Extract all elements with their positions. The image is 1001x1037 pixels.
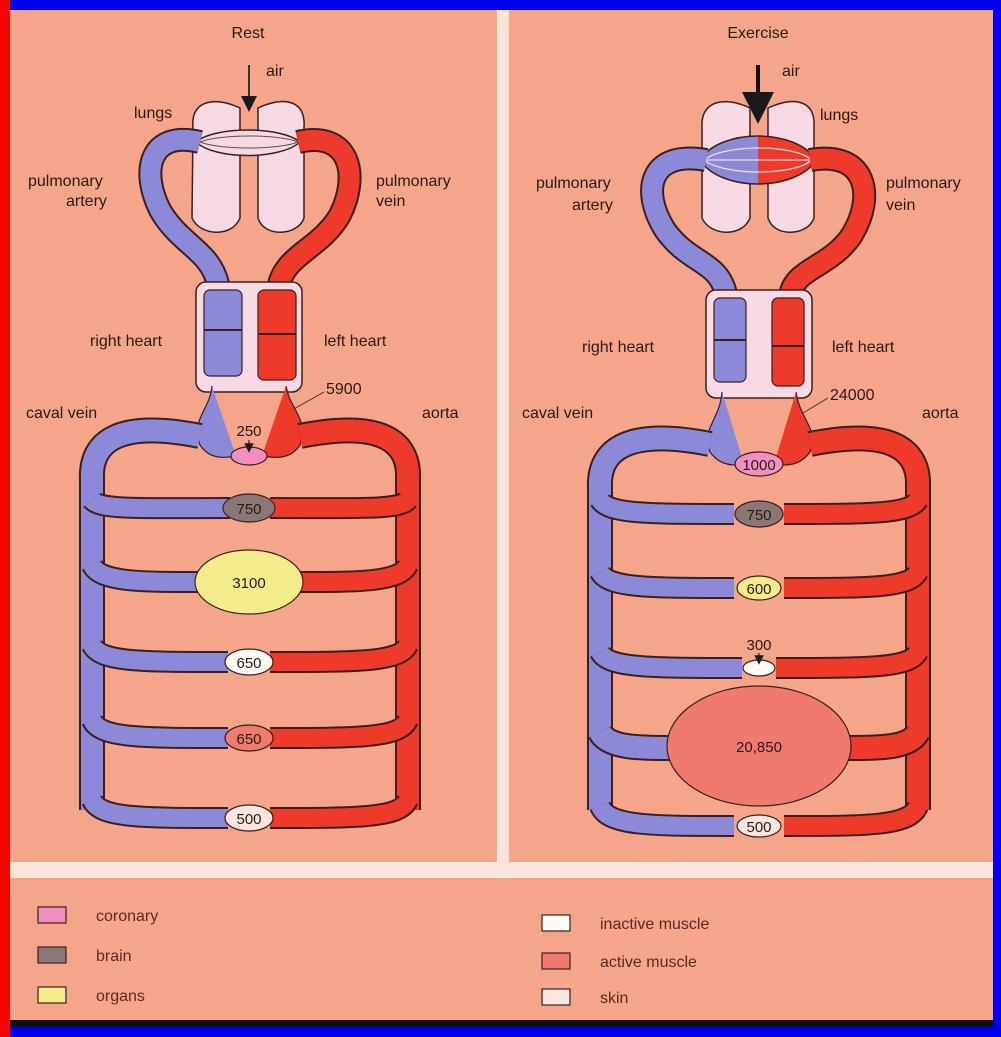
rest-right-lung <box>192 102 240 233</box>
rest-inactive-muscle-value: 650 <box>236 655 261 672</box>
exercise-caval-vein-label: caval vein <box>522 405 593 422</box>
exercise-title: Exercise <box>727 25 788 42</box>
exercise-cardiac-output: 24000 <box>830 387 875 404</box>
rest-left-heart-label: left heart <box>324 333 387 350</box>
rest-pulmonary-artery-label-1: pulmonary <box>28 173 103 190</box>
exercise-inactive-muscle-node <box>743 660 775 676</box>
legend-label-active-muscle: active muscle <box>600 954 697 971</box>
exercise-coronary-value: 1000 <box>742 457 775 474</box>
rest-air-label: air <box>266 63 284 80</box>
exercise-left-heart <box>772 298 804 386</box>
rest-right-heart-label: right heart <box>90 333 163 350</box>
exercise-air-label: air <box>782 63 800 80</box>
rest-pulmonary-vein-label-2: vein <box>376 193 405 210</box>
exercise-right-heart-label: right heart <box>582 339 655 356</box>
exercise-lungs-label: lungs <box>820 107 858 124</box>
exercise-inactive-muscle-value: 300 <box>746 637 771 654</box>
legend-swatch-brain <box>38 947 66 963</box>
rest-skin-value: 500 <box>236 811 261 828</box>
rest-cardiac-output: 5900 <box>326 381 362 398</box>
exercise-pulmonary-vein-label-2: vein <box>886 197 915 214</box>
legend-label-brain: brain <box>96 948 132 965</box>
rest-aorta-label: aorta <box>422 405 459 422</box>
legend-swatch-skin <box>542 989 570 1005</box>
exercise-skin-value: 500 <box>746 819 771 836</box>
rest-coronary-node <box>231 447 267 465</box>
exercise-active-muscle-value: 20,850 <box>736 739 782 756</box>
rest-coronary-value: 250 <box>236 423 261 440</box>
exercise-pulmonary-artery-label-2: artery <box>572 197 613 214</box>
exercise-organs-value: 600 <box>746 581 771 598</box>
exercise-brain-value: 750 <box>746 507 771 524</box>
rest-lungs-label: lungs <box>134 105 172 122</box>
bottom-bar <box>10 1020 993 1027</box>
legend-label-organs: organs <box>96 988 145 1005</box>
rest-pulmonary-artery-label-2: artery <box>66 193 107 210</box>
rest-pulmonary-vein-label-1: pulmonary <box>376 173 451 190</box>
exercise-pulmonary-vein-label-1: pulmonary <box>886 175 961 192</box>
exercise-left-heart-label: left heart <box>832 339 895 356</box>
legend-swatch-active-muscle <box>542 953 570 969</box>
exercise-pulmonary-artery-label-1: pulmonary <box>536 175 611 192</box>
exercise-aorta-label: aorta <box>922 405 959 422</box>
legend-label-inactive-muscle: inactive muscle <box>600 916 709 933</box>
legend-label-coronary: coronary <box>96 908 158 925</box>
rest-right-heart <box>204 290 242 376</box>
rest-caval-vein-label: caval vein <box>26 405 97 422</box>
legend-label-skin: skin <box>600 990 628 1007</box>
rest-brain-value: 750 <box>236 501 261 518</box>
rest-left-lung <box>258 102 304 233</box>
legend-swatch-inactive-muscle <box>542 915 570 931</box>
panel-divider <box>497 10 509 872</box>
rest-title: Rest <box>232 25 265 42</box>
rest-organs-value: 3100 <box>232 575 265 592</box>
legend-swatch-coronary <box>38 907 66 923</box>
legend-swatch-organs <box>38 987 66 1003</box>
rest-active-muscle-value: 650 <box>236 731 261 748</box>
legend-divider <box>10 862 993 878</box>
frame-left-edge <box>0 0 10 1037</box>
